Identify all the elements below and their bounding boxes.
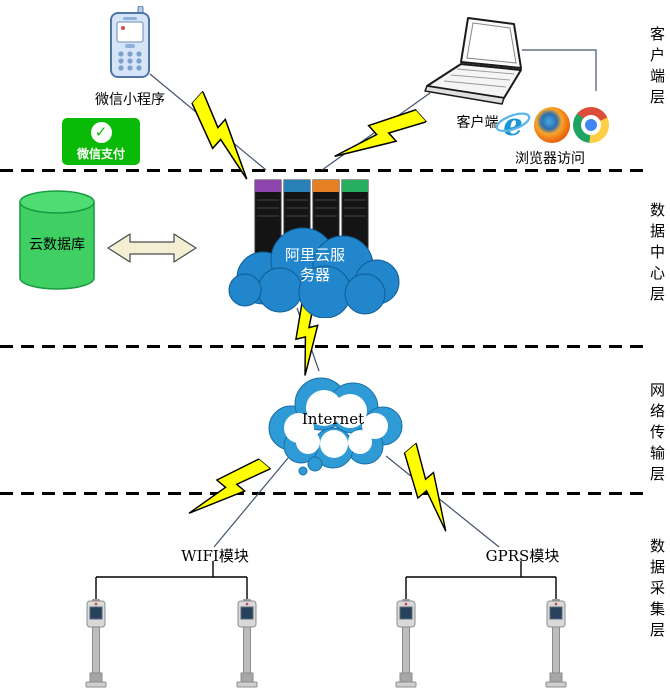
layer-divider-client-datacenter (0, 169, 646, 172)
wifi-branch-lines (95, 561, 248, 600)
client-pc-label: 客户端 (456, 115, 499, 131)
internet-cloud-icon (253, 368, 413, 480)
aliyun-server-label-line1: 阿里云服 (284, 246, 345, 264)
chrome-icon-center (581, 115, 601, 135)
layer-label-network: 网络传输层 (648, 382, 666, 487)
aliyun-server-label-line2: 务器 (299, 266, 330, 284)
cloud-database-icon (17, 188, 97, 296)
layer-label-data-center: 数据中心层 (648, 202, 666, 307)
charging-pile-device (84, 599, 108, 688)
gprs-module-label: GPRS模块 (485, 547, 560, 565)
lightning-bolt-client-link (329, 89, 427, 183)
layer-divider-network-collection (0, 492, 646, 495)
wechat-pay-check-icon: ✓ (90, 121, 112, 143)
layer-label-collection: 数据采集层 (648, 538, 666, 643)
wifi-module-label: WIFI模块 (181, 547, 249, 565)
layer-divider-datacenter-network (0, 345, 646, 348)
sync-double-arrow-icon (106, 231, 198, 269)
svg-text:e: e (503, 107, 522, 143)
lightning-bolt-gprs-link (384, 442, 472, 537)
lightning-bolt-wifi-link (183, 442, 272, 536)
wechat-pay-label: 微信支付 (76, 146, 125, 161)
wechat-miniprogram-label: 微信小程序 (95, 92, 165, 108)
aliyun-server-cloud-icon (225, 178, 410, 322)
mobile-phone-icon (104, 5, 156, 84)
firefox-browser-icon (534, 107, 570, 143)
line-laptop-to-browsers (522, 49, 597, 91)
browser-icons-group: e (495, 107, 609, 143)
lightning-bolt-wechat-link (173, 90, 271, 185)
chrome-browser-icon (573, 107, 609, 143)
cloud-database-label: 云数据库 (29, 237, 85, 253)
gprs-branch-lines (405, 561, 557, 600)
laptop-icon (424, 16, 529, 120)
wechat-pay-badge: ✓ 微信支付 (62, 118, 140, 165)
charging-pile-device (235, 599, 259, 688)
internet-label: Internet (301, 410, 365, 428)
charging-pile-device (544, 599, 568, 688)
charging-pile-device (394, 599, 418, 688)
browser-access-label: 浏览器访问 (515, 151, 585, 167)
layer-label-client: 客户端层 (648, 26, 666, 110)
ie-browser-icon: e (495, 107, 531, 143)
